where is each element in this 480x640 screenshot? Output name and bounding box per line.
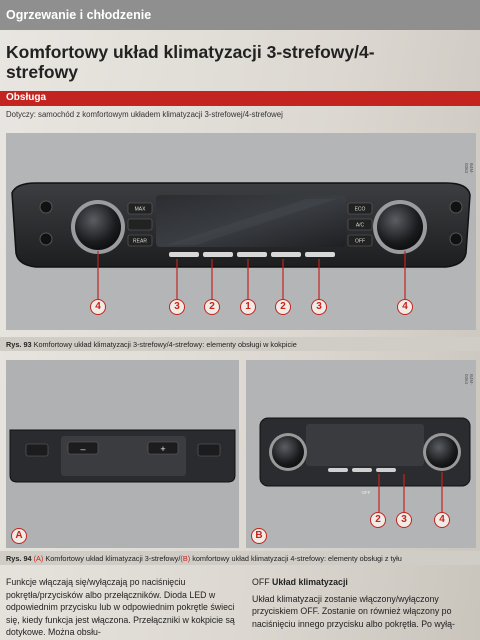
callout-b-4: 4 bbox=[434, 512, 450, 528]
applies-to-note: Dotyczy: samochód z komfortowym układem … bbox=[6, 110, 283, 119]
caption-a-marker: (A) bbox=[33, 554, 44, 563]
body-column-1: Funkcje włączają się/wyłączają po naciśn… bbox=[6, 577, 235, 638]
figure-93-caption-text: Komfortowy układ klimatyzacji 3-strefowy… bbox=[33, 340, 297, 349]
caption-b-marker-text: B bbox=[182, 554, 188, 563]
section-bar: Obsługa bbox=[0, 91, 480, 106]
max-button-label: MAX bbox=[135, 207, 147, 213]
figure-93: MAX REAR ECO A/C OFF B4M-0363 4 3 2 1 2 … bbox=[6, 133, 476, 330]
plus-button-label: + bbox=[160, 444, 165, 454]
ac-button-label: A/C bbox=[356, 223, 365, 229]
caption-b-text: komfortowy układ klimatyzacji 4-strefowy… bbox=[192, 554, 402, 563]
callout-4-right: 4 bbox=[397, 299, 413, 315]
section-bar-label: Obsługa bbox=[6, 92, 47, 103]
panel-b-marker: B bbox=[251, 528, 267, 544]
rear-off-button-label: OFF bbox=[362, 490, 371, 495]
body-column-2: OFF Układ klimatyzacji Układ klimatyzacj… bbox=[252, 576, 474, 630]
callout-4-left: 4 bbox=[90, 299, 106, 315]
caption-a-text: Komfortowy układ klimatyzacji 3-strefowy… bbox=[45, 554, 181, 563]
callout-3-right: 3 bbox=[311, 299, 327, 315]
figure-94-caption-bar bbox=[0, 551, 480, 565]
ac-heading-text: Układ klimatyzacji bbox=[272, 577, 348, 587]
callout-2-left: 2 bbox=[204, 299, 220, 315]
rear-button-label: REAR bbox=[133, 239, 147, 245]
figure-93-ref-code: B4M-0363 bbox=[464, 163, 474, 174]
section-header: Ogrzewanie i chłodzenie bbox=[0, 0, 480, 30]
figure-93-caption-label: Rys. 93 bbox=[6, 340, 32, 349]
callout-1: 1 bbox=[240, 299, 256, 315]
figure-94-caption: Rys. 94 (A) Komfortowy układ klimatyzacj… bbox=[6, 554, 402, 563]
minus-button-label: – bbox=[80, 444, 85, 454]
figure-94-caption-label: Rys. 94 bbox=[6, 554, 32, 563]
eco-button-label: ECO bbox=[355, 207, 366, 213]
callout-b-2: 2 bbox=[370, 512, 386, 528]
rear-panel-3-zone-illustration: – + bbox=[6, 360, 239, 548]
ac-heading-marker: OFF bbox=[252, 577, 270, 587]
figure-93-caption: Rys. 93 Komfortowy układ klimatyzacji 3-… bbox=[6, 340, 297, 349]
page-title: Komfortowy układ klimatyzacji 3-strefowy… bbox=[6, 42, 375, 82]
section-header-text: Ogrzewanie i chłodzenie bbox=[6, 8, 152, 22]
ac-section-heading: OFF Układ klimatyzacji bbox=[252, 576, 474, 589]
panel-a-marker: A bbox=[11, 528, 27, 544]
callout-3-left: 3 bbox=[169, 299, 185, 315]
figure-93-caption-bar bbox=[0, 337, 480, 351]
callout-2-right: 2 bbox=[275, 299, 291, 315]
figure-94-ref-code: B4M-0364 bbox=[464, 374, 474, 385]
figure-94-panel-b: OFF 2 3 4 B B4M-0364 bbox=[246, 360, 476, 548]
figure-94-panel-a: – + A bbox=[6, 360, 239, 548]
ac-section-text: Układ klimatyzacji zostanie włączony/wył… bbox=[252, 593, 455, 629]
off-button-label: OFF bbox=[355, 239, 365, 245]
caption-a-marker-text: A bbox=[36, 554, 41, 563]
caption-b-marker: (B) bbox=[180, 554, 191, 563]
callout-b-3: 3 bbox=[396, 512, 412, 528]
figure-93-illustration: MAX REAR ECO A/C OFF bbox=[6, 133, 476, 330]
